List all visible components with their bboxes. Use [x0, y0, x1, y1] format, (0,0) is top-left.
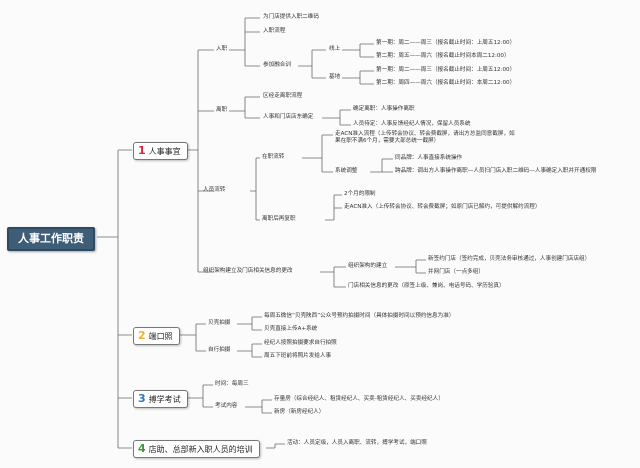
connector — [325, 194, 342, 221]
node-confirm-with-store-owner[interactable]: 人事和门店店东确定 — [263, 114, 314, 120]
node-send-photos[interactable]: 周五下班前将照片发给人事 — [264, 353, 332, 359]
node-pending-personnel[interactable]: 人员待定：人事反馈经纪人情况，保留人员系统 — [353, 121, 471, 127]
node-exam-time[interactable]: 时间：每周三 — [215, 381, 249, 387]
connector — [245, 399, 272, 414]
category-number: 3 — [138, 392, 146, 405]
node-store-info-change[interactable]: 门店相关信息的更改（原签上级、兼岗、电话号码、学历验真） — [348, 283, 505, 289]
node-weekly-booking[interactable]: 每周五微信“贝壳陕西”公众号预约拍摄时间（具体拍摄时间以预约信息为准） — [264, 313, 455, 319]
connector — [188, 384, 213, 408]
connector — [229, 17, 260, 67]
connector — [266, 443, 285, 449]
node-base-session-2[interactable]: 第二期：周四——周六（报名截止时间：本周二12:00） — [376, 80, 516, 86]
node-integration-training[interactable]: 参加融合训 — [263, 62, 291, 68]
node-base[interactable]: 基地 — [329, 74, 341, 80]
connector — [97, 149, 132, 449]
connector — [237, 316, 262, 331]
node-staff-transfer[interactable]: 人员流转 — [203, 187, 226, 193]
node-two-month-limit[interactable]: 2个月的限制 — [344, 191, 376, 197]
node-base-session-1[interactable]: 第一期：周二——周三（报名截止时间：上周五12:00） — [376, 67, 516, 73]
node-merged-store[interactable]: 并网门店（一点多组） — [428, 269, 484, 275]
category-label: 端口照 — [148, 332, 173, 341]
category-label: 人事事宜 — [148, 147, 181, 156]
node-self-photo-req[interactable]: 经纪人按照拍摄要求自行拍照 — [264, 340, 337, 346]
node-exam-new-house[interactable]: 新房（新房经纪人） — [274, 409, 325, 415]
connector — [302, 134, 333, 173]
connector — [186, 49, 214, 273]
node-same-brand[interactable]: 同品牌：人事直接系统操作 — [395, 155, 463, 161]
connector — [298, 49, 326, 79]
node-org-structure[interactable]: 组织架构建立及门店相关信息的更改 — [203, 268, 293, 274]
node-cross-brand[interactable]: 跨品牌：调出方人事操作离职—人员扫门店入职二维码—人事确定入职并开通权限 — [395, 168, 597, 174]
connector — [342, 43, 374, 58]
connector — [342, 70, 374, 85]
node-confirm-resignation[interactable]: 确定离职：人事操作离职 — [353, 106, 415, 112]
connector — [173, 323, 206, 352]
node-org-establishment[interactable]: 组织架构的建立 — [348, 263, 388, 269]
connector — [322, 109, 351, 126]
connector — [229, 96, 260, 119]
node-online[interactable]: 线上 — [329, 46, 341, 52]
node-exam-existing-house[interactable]: 存量房（综合经纪人、租赁经纪人、买卖-租赁经纪人、买卖经纪人） — [274, 396, 444, 402]
category-number: 2 — [138, 329, 146, 342]
category-number: 4 — [138, 442, 146, 455]
node-system-adjustment[interactable]: 系统调整 — [335, 168, 358, 174]
connector — [395, 259, 426, 274]
node-resignation[interactable]: 离职 — [216, 107, 228, 113]
node-onboarding-qrcode[interactable]: 为门店提供入职二维码 — [263, 14, 319, 20]
node-online-session-1[interactable]: 第一期：周二——周三（报名截止时间：上周五12:00） — [376, 40, 516, 46]
connector — [320, 266, 346, 288]
category-label: 搏学考试 — [148, 395, 181, 404]
node-onboarding-process[interactable]: 入职流程 — [263, 28, 286, 34]
node-beike-photo[interactable]: 贝壳拍摄 — [208, 320, 231, 326]
category-label: 店助、总部新入职人员的培训 — [148, 445, 253, 454]
node-self-photo[interactable]: 自行拍摄 — [208, 347, 231, 353]
node-acn-admission-rehire[interactable]: 走ACN准入（上传转会协议、转会费截屏；如原门店已解约，可提供解约流程） — [344, 204, 541, 210]
node-in-service-transfer[interactable]: 在职流转 — [262, 154, 285, 160]
node-onboarding[interactable]: 入职 — [216, 46, 228, 52]
node-area-manager-process[interactable]: 区经走离职流程 — [263, 93, 303, 99]
connector — [250, 157, 260, 221]
node-acn-admission[interactable]: 走ACN准入流程（上传转会协议、转会费截屏，请出方总监同意截屏，如果在职不满6个… — [335, 131, 515, 144]
node-rehire-after-resignation[interactable]: 离职后再复职 — [262, 216, 296, 222]
node-new-store[interactable]: 新签约门店（签约完成，贝壳法务审核通过，人事创建门店店组） — [428, 256, 591, 262]
connector — [237, 343, 262, 358]
root-topic[interactable]: 人事工作职责 — [7, 227, 95, 251]
connector — [370, 158, 393, 173]
category-number: 1 — [138, 144, 146, 157]
node-beike-upload[interactable]: 贝壳直接上传A+系统 — [264, 326, 318, 332]
node-training-activities[interactable]: 活动：人员定级，人员入离职、流转，搏学考试，端口照 — [287, 440, 427, 446]
node-online-session-2[interactable]: 第二期：周五——周六（报名截止时间本周二12:00） — [376, 53, 510, 59]
node-exam-content[interactable]: 考试内容 — [215, 403, 238, 409]
